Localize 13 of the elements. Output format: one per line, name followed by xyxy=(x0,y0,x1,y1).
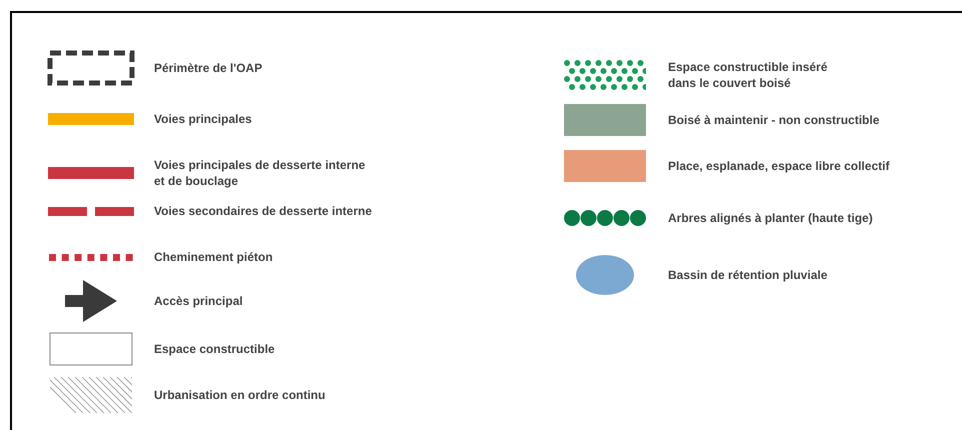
legend-label: Périmètre de l'OAP xyxy=(154,60,262,76)
legend-label: Voies principales xyxy=(154,111,252,127)
legend-label: Arbres alignés à planter (haute tige) xyxy=(668,210,873,226)
legend-label: Accès principal xyxy=(154,293,243,309)
legend-label: Cheminement piéton xyxy=(154,249,273,265)
legend-label: Urbanisation en ordre continu xyxy=(154,387,326,403)
legend-label: Bassin de rétention pluviale xyxy=(668,267,828,283)
legend-label: Place, esplanade, espace libre collectif xyxy=(668,158,890,174)
legend-label: Boisé à maintenir - non constructible xyxy=(668,112,880,128)
legend-label: Espace constructible inséré dans le couvert boisé xyxy=(668,59,828,91)
legend-label: Voies secondaires de desserte interne xyxy=(154,203,372,219)
legend-label: Espace constructible xyxy=(154,341,275,357)
legend-label: Voies principales de desserte interne et de bouclage xyxy=(154,157,366,189)
